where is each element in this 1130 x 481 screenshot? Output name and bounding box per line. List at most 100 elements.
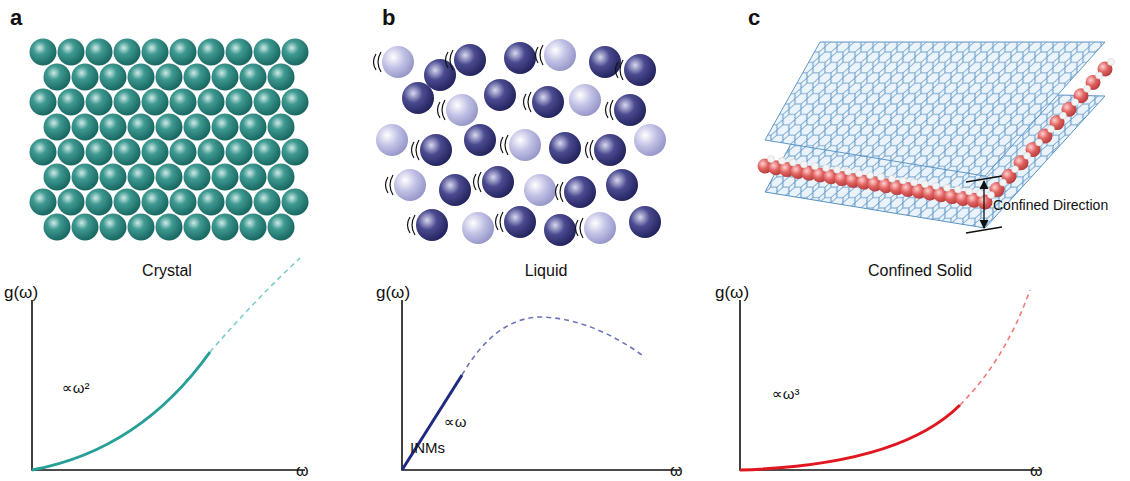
- water-hydrogen: [856, 170, 863, 177]
- atom: [58, 89, 85, 116]
- panel-letter: c: [748, 6, 760, 30]
- atom: [184, 114, 211, 141]
- molecule: [584, 212, 616, 244]
- atom: [198, 139, 225, 166]
- atom: [240, 214, 267, 241]
- atom: [128, 64, 155, 91]
- atom: [170, 89, 197, 116]
- atom: [282, 89, 309, 116]
- water-hydrogen: [790, 159, 797, 166]
- water-hydrogen: [1024, 152, 1031, 159]
- atom: [212, 164, 239, 191]
- water-hydrogen: [823, 165, 830, 172]
- atom: [128, 114, 155, 141]
- atom: [114, 89, 141, 116]
- water-hydrogen: [1012, 166, 1019, 173]
- atom: [142, 39, 169, 66]
- atom: [58, 139, 85, 166]
- atom: [268, 164, 295, 191]
- molecule: [624, 54, 656, 86]
- water-hydrogen: [1036, 139, 1043, 146]
- panel-letter: a: [10, 6, 22, 30]
- atom: [268, 64, 295, 91]
- atom: [198, 89, 225, 116]
- scaling-label: ∝ω: [444, 414, 466, 431]
- atom: [30, 39, 57, 66]
- atom: [282, 39, 309, 66]
- molecule: [594, 134, 626, 166]
- water-hydrogen: [768, 156, 775, 163]
- water-hydrogen: [867, 172, 874, 179]
- water-hydrogen: [922, 181, 929, 188]
- molecule: [376, 124, 408, 156]
- dos-plot-b: [402, 300, 680, 470]
- molecule: [606, 169, 638, 201]
- water-hydrogen: [801, 161, 808, 168]
- molecule: [484, 79, 516, 111]
- atom: [100, 164, 127, 191]
- water-hydrogen: [1048, 126, 1055, 133]
- atom: [72, 164, 99, 191]
- atom: [44, 214, 71, 241]
- atom: [142, 189, 169, 216]
- molecule: [532, 86, 564, 118]
- panel-letter: b: [382, 6, 395, 30]
- atom: [86, 39, 113, 66]
- atom: [72, 64, 99, 91]
- atom: [44, 114, 71, 141]
- water-hydrogen: [900, 177, 907, 184]
- atom: [198, 189, 225, 216]
- scaling-label: ∝ω²: [62, 380, 89, 397]
- atom: [254, 89, 281, 116]
- dos-plot-c: [740, 290, 1040, 470]
- atom: [240, 64, 267, 91]
- molecule: [569, 84, 601, 116]
- atom: [254, 189, 281, 216]
- water-hydrogen: [933, 183, 940, 190]
- atom: [142, 139, 169, 166]
- water-hydrogen: [944, 184, 951, 191]
- atom: [86, 139, 113, 166]
- atom: [100, 214, 127, 241]
- panel-title: Confined Solid: [868, 262, 972, 280]
- water-hydrogen: [779, 157, 786, 164]
- atom: [170, 39, 197, 66]
- dimension-label: Confined Direction: [993, 198, 1108, 213]
- atom: [30, 189, 57, 216]
- atom: [114, 139, 141, 166]
- atom: [226, 189, 253, 216]
- molecule: [614, 94, 646, 126]
- molecule: [446, 94, 478, 126]
- water-hydrogen: [977, 190, 984, 197]
- molecule: [394, 169, 426, 201]
- water-hydrogen: [1060, 112, 1067, 119]
- water-hydrogen: [878, 174, 885, 181]
- molecule: [482, 166, 514, 198]
- atom: [72, 114, 99, 141]
- atom: [156, 164, 183, 191]
- atom: [58, 189, 85, 216]
- atom: [30, 139, 57, 166]
- water-hydrogen: [1072, 99, 1079, 106]
- molecule: [524, 174, 556, 206]
- axis-label: ω: [670, 462, 683, 480]
- atom: [212, 214, 239, 241]
- molecule: [439, 174, 471, 206]
- atom: [240, 164, 267, 191]
- atom: [184, 64, 211, 91]
- water-hydrogen: [966, 188, 973, 195]
- atom: [86, 189, 113, 216]
- molecule: [416, 209, 448, 241]
- molecule: [454, 44, 486, 76]
- scaling-label: ∝ω³: [772, 386, 799, 403]
- atom: [114, 189, 141, 216]
- atom: [156, 114, 183, 141]
- crystal-lattice: [30, 39, 309, 241]
- axis-label: g(ω): [376, 284, 410, 303]
- atom: [156, 64, 183, 91]
- molecule: [549, 132, 581, 164]
- molecule: [382, 46, 414, 78]
- water-hydrogen: [955, 186, 962, 193]
- molecule: [464, 124, 496, 156]
